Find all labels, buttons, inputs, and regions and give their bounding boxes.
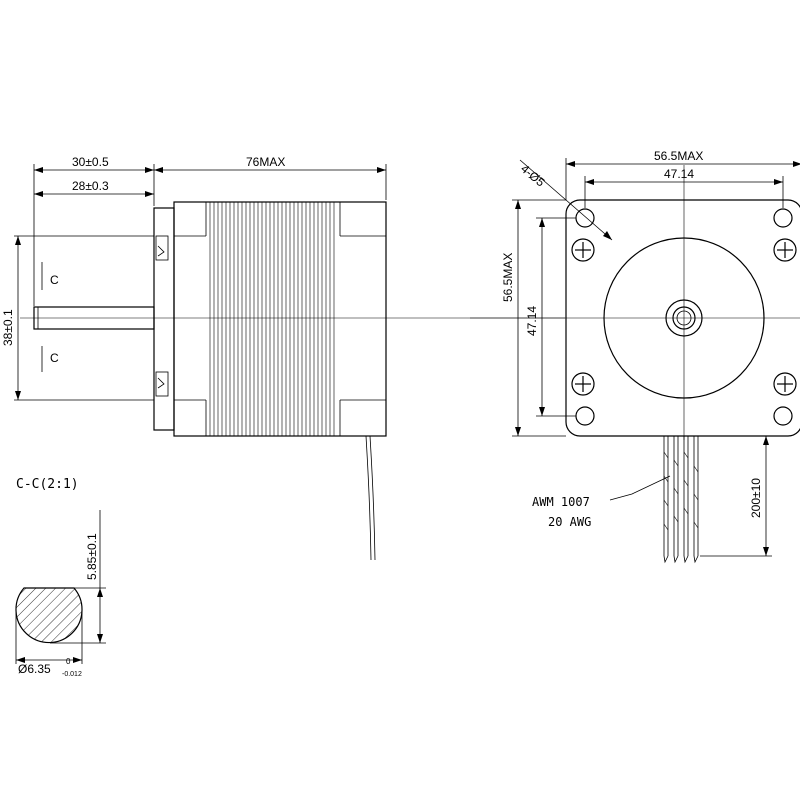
leader-holes bbox=[519, 159, 613, 241]
shaft-cross-section bbox=[15, 587, 83, 644]
mount-hole-top-right bbox=[773, 208, 793, 228]
screw-bottom-right bbox=[773, 372, 797, 396]
mount-hole-bottom-right bbox=[773, 406, 793, 426]
side-lead-wire bbox=[365, 435, 372, 561]
lead-wires bbox=[663, 436, 699, 564]
mount-hole-bottom-left bbox=[575, 406, 595, 426]
shaft-bearing bbox=[665, 299, 703, 337]
dim-flat-length: 28±0.3 bbox=[72, 179, 109, 193]
front-view: 56.5MAX 47.14 56.5MAX 47.14 4-Ø5 bbox=[470, 149, 800, 564]
mount-hole-top-left bbox=[575, 208, 595, 228]
cooling-fins bbox=[209, 202, 335, 436]
screw-top-left bbox=[571, 238, 595, 262]
dim-body-length: 76MAX bbox=[246, 155, 285, 169]
section-mark-top: C bbox=[50, 273, 59, 287]
section-title: C-C(2:1) bbox=[16, 477, 79, 492]
section-view: C-C(2:1) 5.85±0.1 Ø6.35 0 -0.012 bbox=[15, 477, 106, 678]
wire-spec-line1: AWM 1007 bbox=[532, 495, 590, 509]
motor-body bbox=[173, 201, 387, 437]
front-flange bbox=[153, 207, 175, 431]
screw-top-right bbox=[773, 238, 797, 262]
dim-height-max: 56.5MAX bbox=[501, 253, 515, 302]
dim-width-max: 56.5MAX bbox=[654, 149, 703, 163]
dim-tol-upper: 0 bbox=[66, 657, 71, 666]
dim-pilot-diameter: 38±0.1 bbox=[1, 309, 15, 346]
dim-holes: 4-Ø5 bbox=[518, 162, 548, 190]
dim-section-diameter: Ø6.35 bbox=[18, 662, 51, 676]
screw-bottom-left bbox=[571, 372, 595, 396]
dim-shaft-length: 30±0.5 bbox=[72, 155, 109, 169]
dim-section-flat: 5.85±0.1 bbox=[85, 533, 99, 580]
leader-wire-spec bbox=[609, 475, 671, 501]
front-boss bbox=[603, 237, 765, 399]
side-view: C C 38±0.1 30±0.5 28±0.3 76MAX bbox=[1, 155, 565, 561]
dim-hole-spacing-v: 47.14 bbox=[525, 306, 539, 336]
dim-tol-lower: -0.012 bbox=[62, 671, 82, 678]
dim-lead-length: 200±10 bbox=[749, 478, 763, 518]
wire-spec-line2: 20 AWG bbox=[548, 515, 591, 529]
section-mark-bottom: C bbox=[50, 351, 59, 365]
dim-hole-spacing-h: 47.14 bbox=[664, 167, 694, 181]
